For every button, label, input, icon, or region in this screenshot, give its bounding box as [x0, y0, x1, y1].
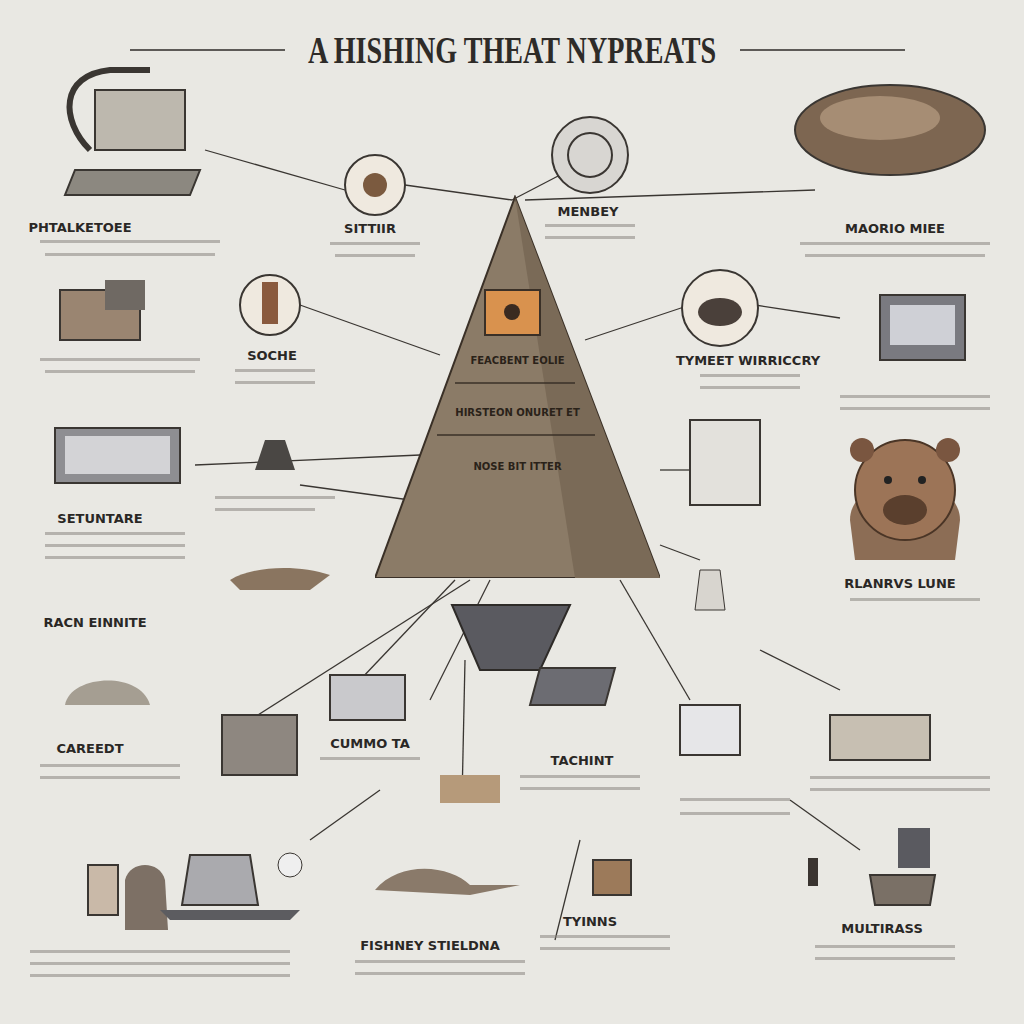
heading-label: MULTIRASS: [839, 921, 925, 936]
heading-label: TACHINT: [549, 753, 616, 768]
heading-label: RACN EINNITE: [41, 615, 148, 630]
pyramid-text: NOSE BIT ITTER: [473, 461, 561, 472]
pyramid-shape: [375, 195, 660, 578]
heading-label: SITTIIR: [342, 221, 398, 236]
heading-label: SETUNTARE: [55, 511, 144, 526]
heading-label: FISHNEY STIELDNA: [358, 938, 502, 953]
heading-label: CUMMO TA: [328, 736, 411, 751]
heading-label: CAREEDT: [54, 741, 125, 756]
pyramid-node: FEACBENT EOLIE HIRSTEON ONURET ET NOSE BIT…: [375, 195, 660, 578]
heading-label: SOCHE: [245, 348, 299, 363]
heading-label: MAORIO MIEE: [843, 221, 947, 236]
heading-label: RLANRVS LUNE: [842, 576, 957, 591]
diagram-title: A HISHING THEAT NYPREATS: [308, 28, 716, 72]
heading-label: TYMEET WIRRICCRY: [674, 353, 822, 368]
heading-label: TYINNS: [561, 914, 619, 929]
heading-label: PHTALKETOEE: [26, 220, 133, 235]
pyramid-text: HIRSTEON ONURET ET: [455, 407, 579, 418]
heading-label: MENBEY: [556, 204, 621, 219]
pyramid-text: FEACBENT EOLIE: [470, 355, 564, 366]
